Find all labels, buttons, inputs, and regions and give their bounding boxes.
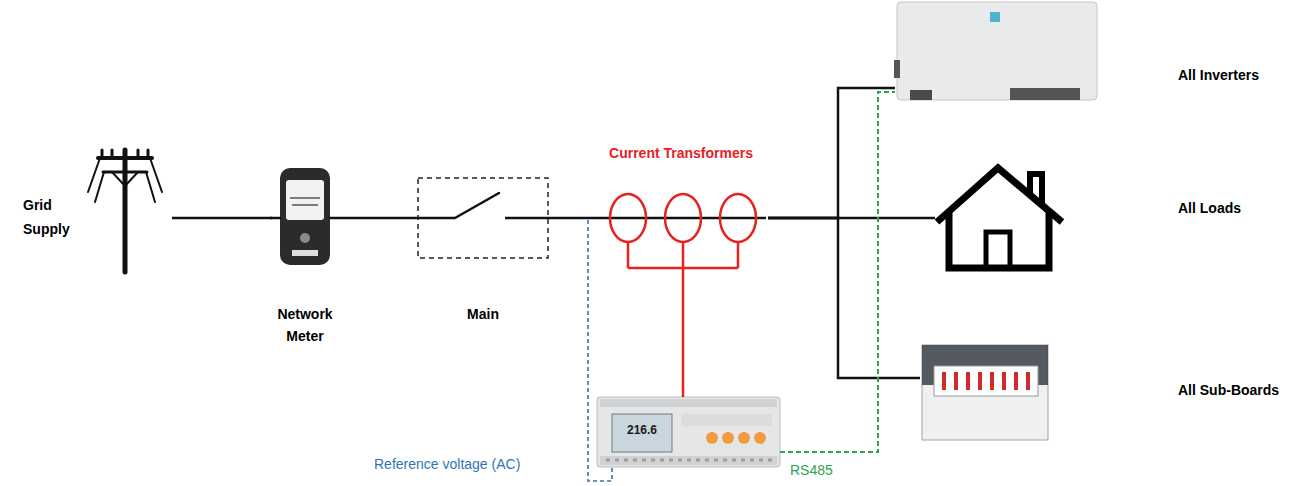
grid-supply: Grid Supply [15,150,172,272]
wire-connector [768,88,895,218]
main-switch [418,178,548,258]
utility-pole [123,150,128,272]
power-meter-icon [600,456,777,465]
inverter-icon [910,90,932,100]
network-meter-icon [280,168,330,265]
current-transformer [720,194,756,242]
main-switch [455,193,499,218]
inverter-icon [894,2,1097,100]
current-transformer [665,194,701,242]
utility-pole [88,150,162,272]
wire-connector [780,92,895,452]
power-meter: 216.6 [597,397,780,467]
edge-label-anchor: RS485 [788,461,835,479]
network-meter-icon [300,233,310,243]
inverter-icon [894,60,900,78]
wire [270,217,766,220]
house-icon [937,168,1062,222]
sub-board-icon [922,345,1048,440]
utility-pole [88,158,162,202]
sub-board-icon [944,372,1028,390]
wire [418,217,455,220]
component-label: Network Meter [272,303,338,347]
network-meter-icon [286,180,324,220]
house-icon [1030,174,1042,204]
component-label: Current Transformers [596,144,766,162]
power-meter-icon [606,459,772,462]
wire-connector [588,217,596,220]
component-label: Main [418,305,548,323]
component-label: All Inverters [1178,66,1259,84]
sub-board-icon [922,345,1048,440]
signal-label: Reference voltage (AC) [372,456,522,472]
component-label: 216.6 [612,422,672,438]
current-transformer [610,194,646,242]
network-meter-icon [290,198,320,205]
wire-connector [588,220,612,481]
utility-pole [98,156,152,160]
power-meter-icon [597,397,780,467]
wire [329,217,340,220]
current-transformer [628,242,738,268]
power-meter-icon [706,432,718,444]
power-meter-icon [682,414,772,426]
inverters: All Inverters [895,0,1287,106]
wire-connector [682,268,685,397]
power-meter-icon [597,397,780,467]
main-switch [418,178,548,258]
inverter-icon [990,12,1000,22]
power-meter-icon [612,414,672,452]
wire [596,217,766,220]
current-transformers: Current Transformers [596,140,768,268]
house-icon [937,168,1062,268]
network-meter-icon [280,168,330,265]
current-transformer [610,194,756,268]
wire [505,217,588,220]
power-meter-icon [738,432,750,444]
component-label: All Sub-Boards [1178,381,1279,399]
network-meter: Network Meter [272,165,340,350]
power-meter-icon [722,432,734,444]
loads: All Loads [935,162,1287,272]
inverter-icon [897,2,1097,100]
sub-board-icon [934,366,1038,396]
utility-pole [103,171,147,174]
network-meter-icon [292,250,318,256]
power-meter-icon [600,399,777,407]
component-label: Grid Supply [23,193,83,241]
main-switch-box: Main [418,178,588,328]
sub-boards: All Sub-Boards [920,342,1287,442]
wire-connector [172,217,272,220]
utility-pole [102,150,148,157]
wire-connector [768,218,920,378]
component-label: All Loads [1178,199,1241,217]
power-meter-icon [754,432,766,444]
house-icon [949,212,1049,268]
house-icon [986,232,1010,268]
signal-label: RS485 [788,462,835,478]
inverter-icon [1010,88,1080,100]
utility-pole [112,172,138,186]
edge-label-anchor: Reference voltage (AC) [372,455,522,473]
wire-connector [340,217,418,220]
